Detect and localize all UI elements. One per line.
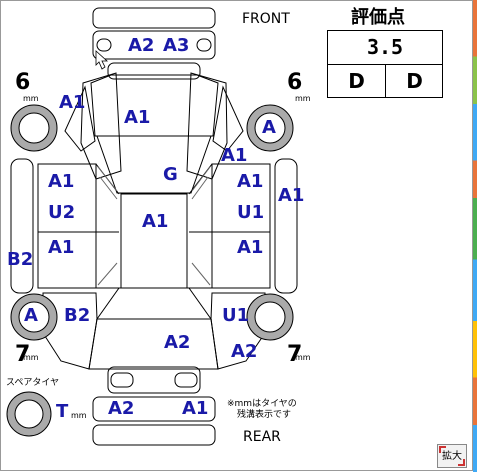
exterior-grade: D: [406, 69, 423, 93]
front-left-tire-unit: mm: [23, 94, 39, 103]
tire-note-line1: ※mmはタイヤの: [227, 399, 297, 409]
front-label: FRONT: [242, 11, 290, 27]
front-left-light-part: [96, 38, 112, 52]
tire-note-line2: 残溝表示です: [237, 410, 292, 420]
windshield-part: [96, 135, 212, 194]
damage-front-right-wheel: A: [262, 117, 276, 138]
damage-left-rear-door: A1: [48, 237, 75, 258]
damage-right-side-panel: A1: [278, 185, 305, 206]
spare-tire-unit: mm: [71, 411, 87, 420]
damage-rear-bumper-left: A2: [108, 398, 135, 419]
rear-left-tire-depth: 7: [15, 342, 31, 367]
damage-hood: A1: [124, 107, 151, 128]
front-right-light-part: [196, 38, 212, 52]
damage-front-bumper-right: A3: [163, 35, 190, 56]
damage-right-rear-door: A1: [237, 237, 264, 258]
front-right-tire-unit: mm: [295, 94, 311, 103]
rear-window-part: [96, 287, 212, 320]
front-right-tire-depth: 6: [287, 70, 303, 95]
damage-right-front-door-1: A1: [237, 171, 264, 192]
damage-roof: A1: [142, 211, 169, 232]
rating-score: 3.5: [328, 31, 442, 65]
left-door-link-part: [95, 163, 120, 289]
interior-grade: D: [328, 65, 386, 97]
damage-front-bumper-left: A2: [128, 35, 155, 56]
damage-windshield: G: [163, 164, 178, 185]
roof-part: [120, 193, 188, 289]
rear-right-tire-unit: mm: [295, 353, 311, 362]
front-bumper-part: [92, 30, 216, 60]
damage-front-right-fender: A1: [221, 145, 248, 166]
right-rear-door-part: [211, 231, 271, 289]
rear-lights-part: [107, 366, 201, 394]
front-left-pillar-part: [64, 85, 96, 152]
damage-rear-right-quarter: U1: [222, 305, 250, 326]
rear-left-light-part: [110, 372, 134, 388]
rating-table: 3.5 D D: [327, 30, 443, 98]
rear-label: REAR: [243, 429, 281, 445]
left-rear-door-part: [37, 231, 97, 289]
damage-rear-left-wheel: A: [24, 305, 38, 326]
damage-right-front-door-2: U1: [237, 202, 265, 223]
rating-title: 評価点: [351, 7, 405, 28]
front-left-fender-part: [80, 72, 122, 180]
right-side-sill-part: [274, 158, 298, 294]
right-door-link-part: [188, 163, 213, 289]
rear-bumper-part: [92, 396, 216, 422]
rear-right-tire-depth: 7: [287, 342, 303, 367]
spare-tire-label: スペアタイヤ: [6, 378, 60, 388]
rear-bumper-bottom-part: [92, 424, 216, 446]
spare-tire-code: T: [56, 401, 69, 422]
damage-left-front-door-2: U2: [48, 202, 76, 223]
zoom-button[interactable]: 拡大: [437, 444, 467, 468]
rear-right-light-part: [174, 372, 198, 388]
damage-left-side-sill: B2: [7, 249, 34, 270]
damage-rear-bumper-right: A1: [182, 398, 209, 419]
door-hatch-lines: [97, 166, 211, 286]
damage-rear-left-quarter: B2: [64, 305, 91, 326]
damage-left-front-door-1: A1: [48, 171, 75, 192]
trunk-part: [88, 318, 219, 370]
damage-front-left-fender: A1: [59, 92, 86, 113]
left-side-sill-part: [10, 158, 34, 294]
damage-rear-window: A2: [164, 332, 191, 353]
front-right-pillar-part: [212, 85, 244, 152]
hood-part: [90, 74, 219, 137]
front-left-tire-depth: 6: [15, 70, 31, 95]
page-edge-strip: [473, 0, 477, 472]
hand-cursor-icon: [95, 50, 109, 70]
rear-left-tire-unit: mm: [23, 353, 39, 362]
damage-trunk: A2: [231, 341, 258, 362]
front-grille-part: [107, 62, 201, 80]
front-bumper-top-part: [92, 7, 216, 29]
